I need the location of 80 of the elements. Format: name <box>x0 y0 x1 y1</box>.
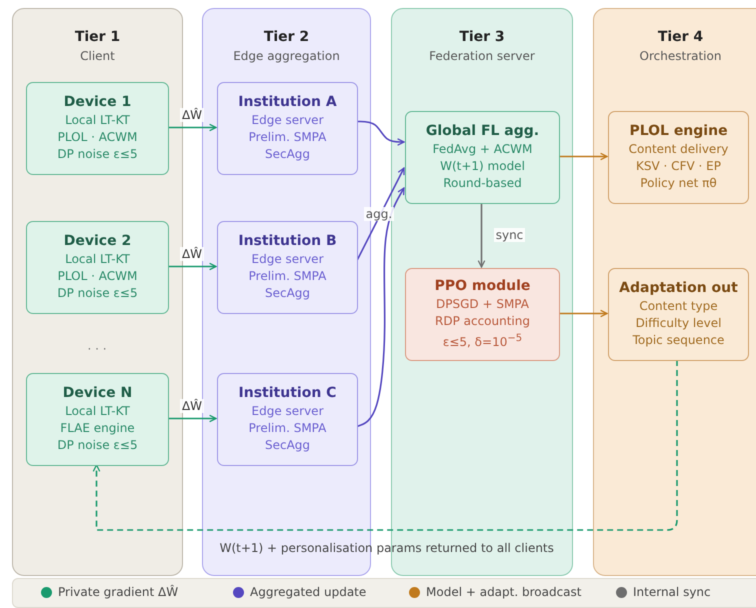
process-box <box>26 221 169 314</box>
box-text: W(t+1) model <box>440 158 525 175</box>
tier-title: Tier 2 <box>264 29 310 45</box>
arrow <box>168 124 217 132</box>
edge-label: ΔŴ <box>180 398 204 412</box>
box-title: Device 1 <box>64 94 132 110</box>
arrow <box>356 187 405 428</box>
box-text: DPSGD + SMPA <box>436 296 529 313</box>
box-text: Local LT-KT <box>65 251 130 268</box>
arrow <box>559 310 608 318</box>
tier-panel <box>12 8 183 576</box>
box-text: DP noise ε≤5 <box>57 437 138 454</box>
box-title: Adaptation out <box>619 280 738 296</box>
tier-subtitle: Orchestration <box>640 49 722 63</box>
tier-panel <box>593 8 756 576</box>
box-text: RDP accounting <box>435 313 530 330</box>
box-text: Prelim. SMPA <box>248 268 326 285</box>
process-box <box>217 373 358 466</box>
box-text: SecAgg <box>264 285 310 302</box>
edge-label: W(t+1) + personalisation params returned to all clients <box>218 541 555 555</box>
box-title: Device N <box>62 385 132 401</box>
edge-label: agg. <box>364 207 394 222</box>
box-text: Prelim. SMPA <box>248 420 326 437</box>
tier-subtitle: Edge aggregation <box>233 49 340 63</box>
edge-label: ΔŴ <box>180 246 204 260</box>
box-text: Local LT-KT <box>65 112 130 129</box>
box-text: KSV · CFV · EP <box>636 158 721 175</box>
box-text: ε≤5, δ=10$^{−5}$ <box>442 332 522 351</box>
tier-subtitle: Client <box>80 49 115 63</box>
box-title: Institution B <box>238 233 337 249</box>
legend-text: Internal sync <box>633 585 711 599</box>
box-text: SecAgg <box>264 437 310 454</box>
box-title: PPO module <box>434 278 530 294</box>
box-text: Local LT-KT <box>65 403 130 420</box>
box-text: Content type <box>639 298 718 315</box>
tier-title: Tier 1 <box>74 29 120 45</box>
legend-text: Model + adapt. broadcast <box>426 585 582 599</box>
process-box <box>405 268 560 361</box>
box-text: DP noise ε≤5 <box>57 285 138 302</box>
box-text: PLOL · ACWM <box>58 268 138 285</box>
arrow <box>168 262 217 270</box>
box-text: PLOL · ACWM <box>58 129 138 146</box>
box-text: SecAgg <box>264 146 310 163</box>
dashed-arrow <box>92 360 678 531</box>
box-text: Edge server <box>252 403 324 420</box>
box-title: PLOL engine <box>629 123 728 139</box>
process-box <box>26 373 169 466</box>
process-box <box>608 268 749 361</box>
box-text: Prelim. SMPA <box>248 129 326 146</box>
process-box <box>217 82 358 175</box>
process-box <box>217 221 358 314</box>
box-text: FedAvg + ACWM <box>432 141 532 158</box>
arrow <box>168 414 217 422</box>
box-text: Difficulty level <box>636 315 722 332</box>
process-box <box>608 111 749 204</box>
box-text: Edge server <box>252 112 324 129</box>
box-title: Global FL agg. <box>426 123 540 139</box>
tier-title: Tier 3 <box>459 29 505 45</box>
box-text: Round-based <box>443 175 522 192</box>
box-text: Content delivery <box>628 141 728 158</box>
box-text: Topic sequence <box>632 332 724 349</box>
box-text: FLAE engine <box>60 420 135 437</box>
box-text: Policy net πθ <box>640 175 717 192</box>
arrow <box>357 120 405 146</box>
arrow <box>559 152 608 160</box>
arrow <box>478 203 486 268</box>
box-title: Institution C <box>238 385 336 401</box>
edge-label: ΔŴ <box>180 108 204 122</box>
box-title: Institution A <box>238 94 337 110</box>
legend-text: Private gradient ΔŴ <box>58 585 178 599</box>
tier-title: Tier 4 <box>658 29 704 45</box>
box-title: Device 2 <box>64 233 132 249</box>
box-text: DP noise ε≤5 <box>57 146 138 163</box>
box-text: Edge server <box>252 251 324 268</box>
legend-text: Aggregated update <box>250 585 366 599</box>
edge-label: sync <box>494 228 526 242</box>
tier-subtitle: Federation server <box>429 49 535 63</box>
process-box <box>405 111 560 204</box>
ellipsis-text: · · · <box>87 342 107 356</box>
process-box <box>26 82 169 175</box>
